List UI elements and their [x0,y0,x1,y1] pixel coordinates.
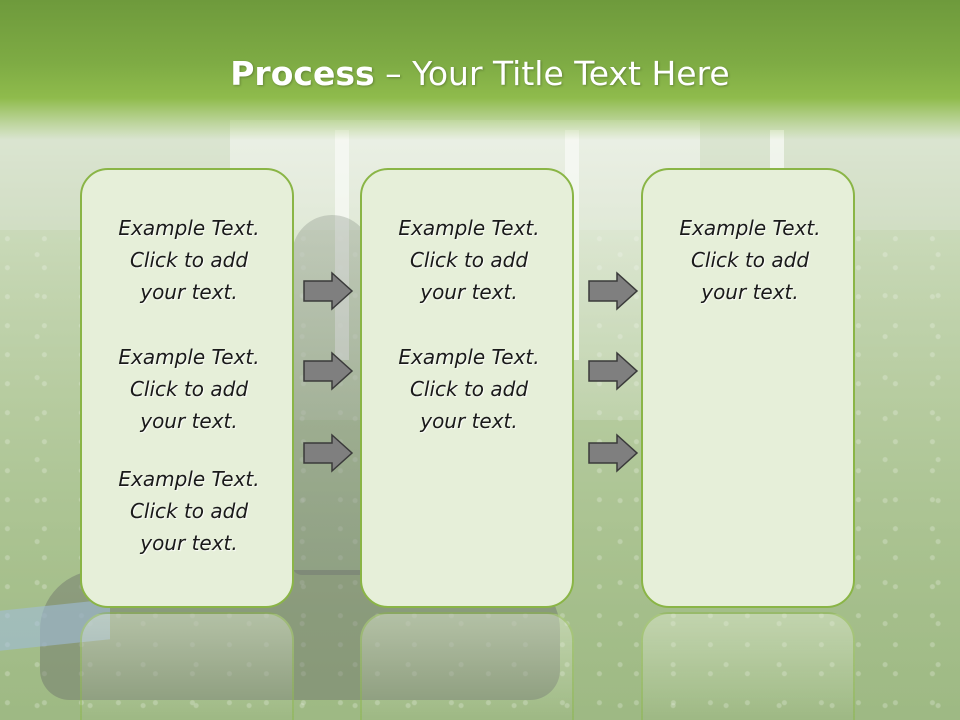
text-line: Example Text. [118,345,260,369]
right-arrow-icon[interactable] [302,433,354,473]
title-banner [0,0,960,140]
text-line: Click to add [129,499,249,523]
text-placeholder[interactable]: Example Text. Click to add your text. [643,212,857,308]
text-line: Click to add [129,248,249,272]
text-line: your text. [140,409,238,433]
right-arrow-icon[interactable] [587,433,639,473]
text-line: Click to add [409,377,529,401]
text-placeholder[interactable]: Example Text. Click to add your text. [82,463,296,559]
title-rest: – Your Title Text Here [374,54,730,93]
box-reflection [641,612,855,720]
text-line: Example Text. [118,216,260,240]
text-placeholder[interactable]: Example Text. Click to add your text. [82,341,296,437]
box-reflection [360,612,574,720]
text-line: your text. [701,280,799,304]
process-box-3[interactable]: Example Text. Click to add your text. [641,168,855,608]
process-box-2[interactable]: Example Text. Click to add your text. Ex… [360,168,574,608]
text-line: your text. [140,531,238,555]
text-line: your text. [420,280,518,304]
process-box-1[interactable]: Example Text. Click to add your text. Ex… [80,168,294,608]
right-arrow-icon[interactable] [587,271,639,311]
right-arrow-icon[interactable] [302,351,354,391]
text-placeholder[interactable]: Example Text. Click to add your text. [362,212,576,308]
text-placeholder[interactable]: Example Text. Click to add your text. [82,212,296,308]
text-line: Example Text. [679,216,821,240]
slide-title[interactable]: Process – Your Title Text Here [0,52,960,96]
text-line: Click to add [690,248,810,272]
text-line: your text. [140,280,238,304]
right-arrow-icon[interactable] [587,351,639,391]
right-arrow-icon[interactable] [302,271,354,311]
text-line: your text. [420,409,518,433]
title-strong: Process [230,54,375,93]
text-line: Example Text. [118,467,260,491]
text-line: Click to add [409,248,529,272]
box-reflection [80,612,294,720]
text-line: Example Text. [398,216,540,240]
text-placeholder[interactable]: Example Text. Click to add your text. [362,341,576,437]
text-line: Click to add [129,377,249,401]
text-line: Example Text. [398,345,540,369]
